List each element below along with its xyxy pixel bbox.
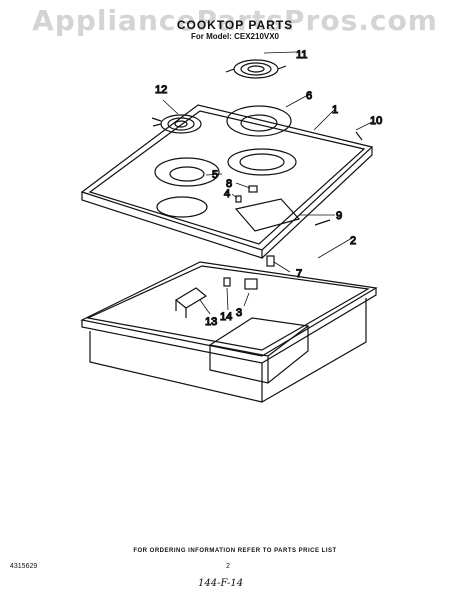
callout-12: 12 [155,84,167,96]
callout-11: 11 [296,49,307,61]
callout-13: 13 [205,316,217,328]
watermark: AppliancePartsPros.com [32,4,438,37]
drip-bowl-front [154,157,220,218]
small-parts [174,131,363,318]
surface-element-11 [225,59,287,79]
callout-4: 4 [224,188,230,200]
handwritten-note: 144-F-14 [198,578,244,589]
callout-14: 14 [220,311,232,323]
surface-element-12 [151,114,202,134]
cooktop-pan [80,261,378,403]
callout-1: 1 [332,104,338,116]
callout-8: 8 [226,178,232,190]
cooktop-panel [80,104,374,259]
document-number: 4315629 [10,563,38,570]
callout-2: 2 [350,235,356,247]
page-number: 2 [226,563,230,570]
callout-5: 5 [212,169,218,181]
callout-10: 10 [370,115,382,127]
callout-9: 9 [336,210,342,222]
callout-7: 7 [296,268,302,280]
model-line: For Model: CEX210VX0 [190,32,280,41]
drip-bowl-rear [226,105,297,176]
leader-lines [162,51,373,315]
callout-3: 3 [236,307,242,319]
ordering-note: FOR ORDERING INFORMATION REFER TO PARTS … [133,548,337,554]
page-title: COOKTOP PARTS [176,18,294,32]
callout-6: 6 [306,90,312,102]
